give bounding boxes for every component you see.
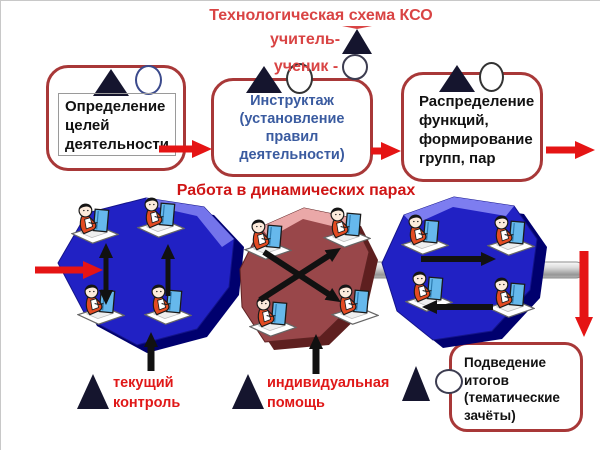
student-figure bbox=[331, 284, 379, 325]
triangle-icon bbox=[342, 26, 373, 54]
stage-distribution-text: Распределение функций, формирование груп… bbox=[419, 93, 535, 167]
circle-icon bbox=[435, 369, 463, 394]
pipe bbox=[190, 261, 585, 279]
student-figure bbox=[401, 214, 449, 255]
stage-results-text: Подведение итогов (тематические зачёты) bbox=[464, 355, 560, 423]
triangle-icon bbox=[246, 66, 282, 93]
work-section-heading: Работа в динамических парах bbox=[176, 182, 416, 199]
individual-help-label: индивидуальная помощь bbox=[267, 375, 390, 411]
legend-teacher: учитель- bbox=[151, 26, 491, 54]
circle-icon bbox=[286, 63, 313, 94]
cross-arrow-down bbox=[262, 249, 341, 303]
circle-icon bbox=[479, 62, 504, 92]
student-figure bbox=[323, 207, 371, 248]
triangle-icon bbox=[402, 366, 430, 401]
current-control-label: текущий контроль bbox=[113, 375, 181, 411]
group-maroon-middle bbox=[239, 207, 379, 350]
pipe-cap bbox=[190, 261, 206, 279]
page-title: Технологическая схема КСО bbox=[209, 7, 433, 24]
legend-student: ученик - bbox=[151, 54, 491, 80]
stage-box-goals: Определение целей деятельности bbox=[46, 65, 186, 171]
student-figure bbox=[137, 197, 185, 238]
stage-box-results: Подведение итогов (тематические зачёты) bbox=[402, 342, 583, 432]
group-blue-right bbox=[381, 196, 547, 348]
student-figure bbox=[144, 284, 192, 325]
stage-instruction-text: Инструктаж (установление правил деятельн… bbox=[239, 92, 345, 163]
triangle-icon bbox=[77, 374, 109, 409]
triangle-icon bbox=[93, 69, 129, 96]
student-figure bbox=[405, 271, 453, 312]
student-figure bbox=[487, 215, 535, 256]
cross-arrow-up bbox=[258, 247, 341, 303]
student-figure bbox=[244, 219, 292, 260]
circle-icon bbox=[135, 65, 162, 95]
student-figure bbox=[249, 296, 297, 337]
slide-title-block: Технологическая схема КСО учитель- учени… bbox=[151, 5, 491, 80]
circle-icon bbox=[342, 54, 369, 80]
student-figure bbox=[77, 284, 125, 325]
triangle-icon bbox=[232, 374, 264, 409]
legend-teacher-label: учитель- bbox=[269, 31, 341, 49]
student-figure bbox=[487, 277, 535, 318]
stage-box-distribution: Распределение функций, формирование груп… bbox=[401, 62, 543, 182]
triangle-icon bbox=[439, 65, 475, 92]
stage-box-instruction: Инструктаж (установление правил деятельн… bbox=[211, 63, 373, 177]
legend-student-label: ученик - bbox=[273, 58, 339, 76]
group-blue-left bbox=[57, 197, 244, 353]
student-figure bbox=[71, 203, 119, 244]
stage-goals-text: Определение целей деятельности bbox=[58, 93, 176, 156]
